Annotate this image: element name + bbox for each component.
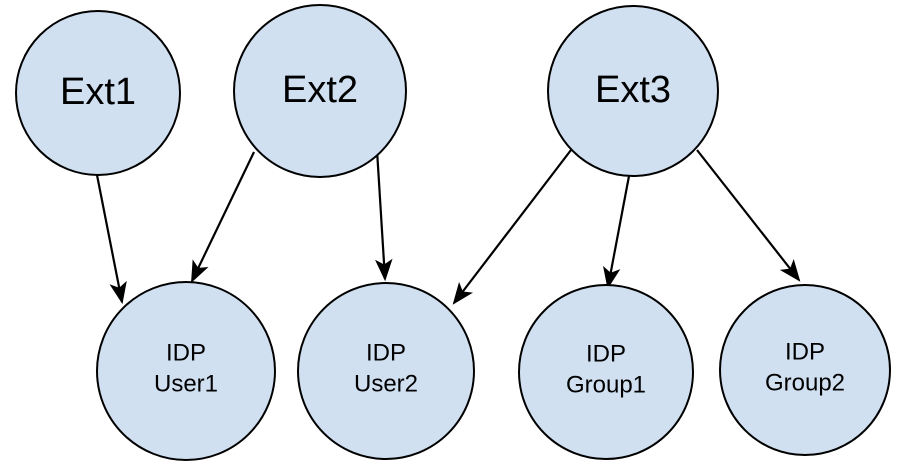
edge-ext2-to-idp-user2 — [374, 149, 393, 282]
node-circle-ext3[interactable] — [547, 5, 719, 177]
node-circle-idp-group1[interactable] — [518, 284, 694, 460]
node-circle-idp-user1[interactable] — [96, 281, 276, 461]
node-idp-user1[interactable]: IDP User1 — [96, 281, 276, 461]
node-circle-idp-group2[interactable] — [719, 284, 891, 456]
node-label-ext1: Ext1 — [60, 71, 136, 113]
node-circle-ext1[interactable] — [15, 10, 181, 176]
node-circle-idp-user2[interactable] — [297, 282, 475, 460]
node-ext3[interactable]: Ext3 — [547, 5, 719, 177]
node-label-line2-idp-user1: User1 — [154, 370, 218, 397]
edge-ext3-to-idp-group1 — [603, 175, 631, 290]
node-ext2[interactable]: Ext2 — [233, 4, 407, 178]
node-idp-user2[interactable]: IDP User2 — [297, 282, 475, 460]
edge-ext3-to-idp-user2 — [452, 149, 572, 305]
node-label-line1-idp-user1: IDP — [166, 339, 206, 366]
node-idp-group1[interactable]: IDP Group1 — [518, 284, 694, 460]
node-label-line1-idp-user2: IDP — [366, 339, 406, 366]
node-circle-ext2[interactable] — [233, 4, 407, 178]
node-label-line1-idp-group1: IDP — [586, 340, 626, 367]
node-label-line1-idp-group2: IDP — [785, 338, 825, 365]
node-ext1[interactable]: Ext1 — [15, 10, 181, 176]
node-label-ext3: Ext3 — [595, 69, 671, 111]
node-label-line2-idp-group1: Group1 — [566, 371, 646, 398]
edges-layer — [95, 149, 801, 305]
node-label-line2-idp-group2: Group2 — [765, 369, 845, 396]
edge-ext1-to-idp-user1 — [95, 174, 127, 305]
node-idp-group2[interactable]: IDP Group2 — [719, 284, 891, 456]
edge-ext2-to-idp-user1 — [191, 151, 255, 283]
edge-ext3-to-idp-group2 — [696, 149, 801, 282]
node-label-line2-idp-user2: User2 — [354, 370, 418, 397]
node-label-ext2: Ext2 — [282, 69, 358, 111]
